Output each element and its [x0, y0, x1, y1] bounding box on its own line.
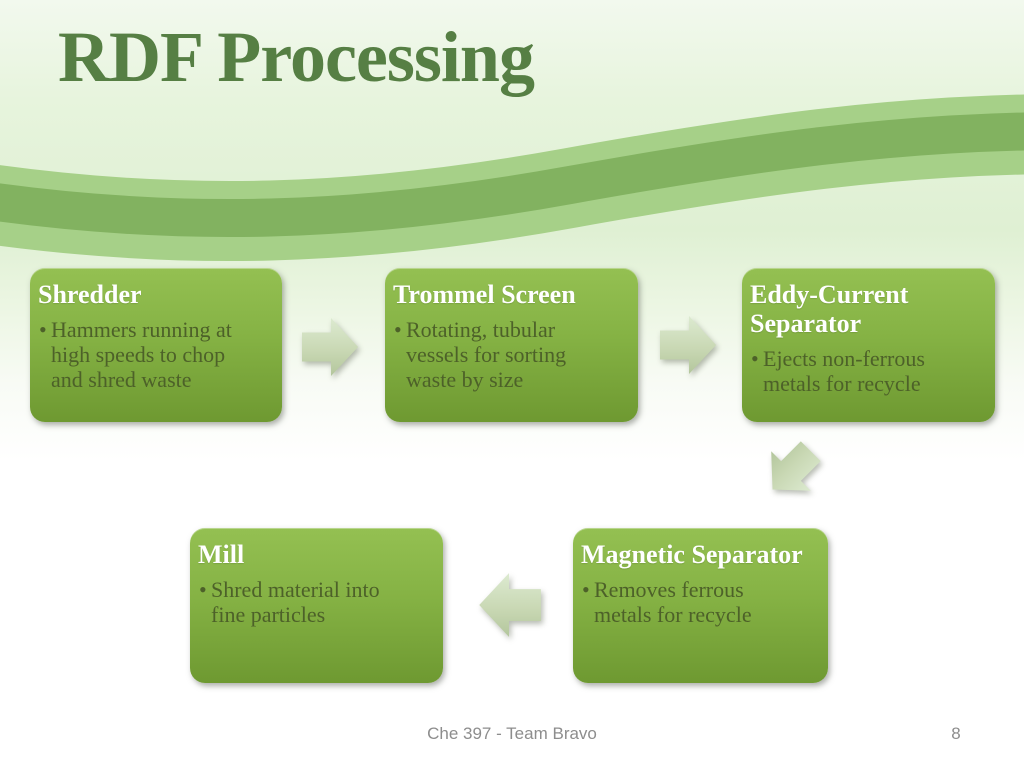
process-box-heading: Shredder	[38, 280, 142, 309]
process-box-eddy-current-separator: Eddy-Current Separator Ejects non-ferrou…	[742, 268, 995, 422]
right-arrow-icon-trommel-to-eddy	[660, 313, 718, 382]
process-box-heading: Magnetic Separator	[581, 540, 803, 569]
slide-title: RDF Processing	[58, 17, 535, 97]
process-box-heading: Trommel Screen	[393, 280, 576, 309]
process-box-heading: Mill	[198, 540, 245, 569]
footer-course-label: Che 397 - Team Bravo	[427, 724, 597, 743]
process-box-magnetic-separator: Magnetic Separator Removes ferrous metal…	[573, 528, 828, 683]
process-box-trommel-screen: Trommel Screen Rotating, tubular vessels…	[385, 268, 638, 422]
process-box-bullet: Hammers running at high speeds to chop a…	[38, 317, 270, 392]
process-box-shredder: Shredder Hammers running at high speeds …	[30, 268, 282, 422]
process-box-bullet: Ejects non-ferrous metals for recycle	[750, 346, 983, 396]
process-box-mill: Mill Shred material into fine particles	[190, 528, 443, 683]
process-box-bullet: Rotating, tubular vessels for sorting wa…	[393, 317, 626, 392]
slide-page-number: 8	[951, 724, 961, 743]
down-left-arrow-icon-eddy-to-magnetic	[763, 441, 821, 506]
process-box-bullet: Removes ferrous metals for recycle	[581, 577, 816, 627]
right-arrow-icon-shredder-to-trommel	[302, 315, 360, 384]
process-box-heading: Eddy-Current Separator	[750, 280, 909, 338]
process-box-bullet: Shred material into fine particles	[198, 577, 431, 627]
left-arrow-icon-magnetic-to-mill	[477, 571, 541, 644]
